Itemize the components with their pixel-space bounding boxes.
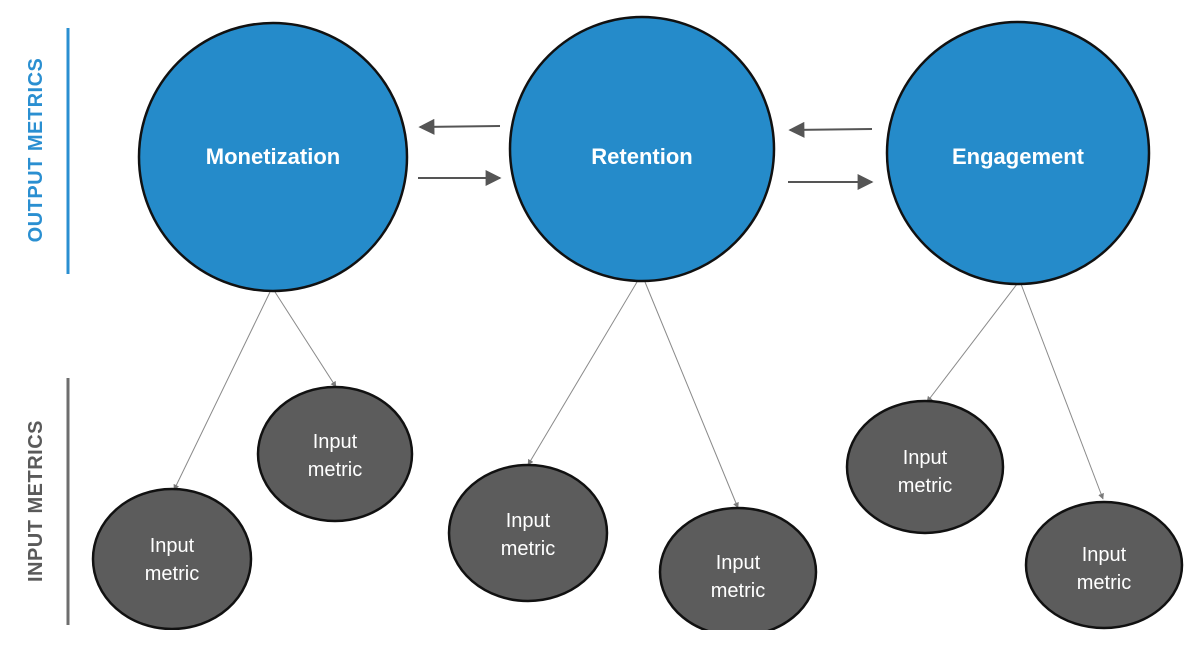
input-node-line2: metric <box>501 538 555 560</box>
output-metrics-label: OUTPUT METRICS <box>25 57 47 243</box>
input-node-line2: metric <box>898 475 952 497</box>
connector-retention-2 <box>644 281 739 509</box>
connector-monetization-1 <box>173 291 271 491</box>
input-node: Input metric <box>447 463 609 603</box>
input-node: Input metric <box>256 385 414 523</box>
input-node-line2: metric <box>711 580 765 602</box>
arrow-engagement-to-retention <box>788 121 873 138</box>
input-node: Input metric <box>658 506 818 630</box>
input-node: Input metric <box>91 487 253 630</box>
input-node-line1: Input <box>716 552 761 574</box>
connector-engagement-2 <box>1020 283 1104 500</box>
input-node: Input metric <box>1024 500 1184 630</box>
input-node-line1: Input <box>903 447 948 469</box>
input-node-line2: metric <box>1077 572 1131 594</box>
input-node: Input metric <box>845 399 1005 535</box>
input-node-line1: Input <box>150 535 195 557</box>
output-node-label: Retention <box>591 144 692 169</box>
metrics-diagram: Monetization Retention Engagement Input … <box>66 15 1184 630</box>
connector-engagement-1 <box>926 283 1018 403</box>
input-node-line1: Input <box>1082 544 1127 566</box>
output-node-label: Engagement <box>952 144 1085 169</box>
input-node-line1: Input <box>506 510 551 532</box>
arrow-retention-to-monetization <box>418 118 501 135</box>
input-node-line2: metric <box>308 459 362 481</box>
input-metrics-label: INPUT METRICS <box>25 419 47 583</box>
input-node-line1: Input <box>313 431 358 453</box>
connector-retention-1 <box>527 281 638 466</box>
output-node-engagement: Engagement <box>885 20 1151 286</box>
output-node-monetization: Monetization <box>137 21 409 293</box>
output-node-label: Monetization <box>206 144 340 169</box>
connector-monetization-2 <box>274 291 337 388</box>
input-node-line2: metric <box>145 563 199 585</box>
output-node-retention: Retention <box>508 15 776 283</box>
